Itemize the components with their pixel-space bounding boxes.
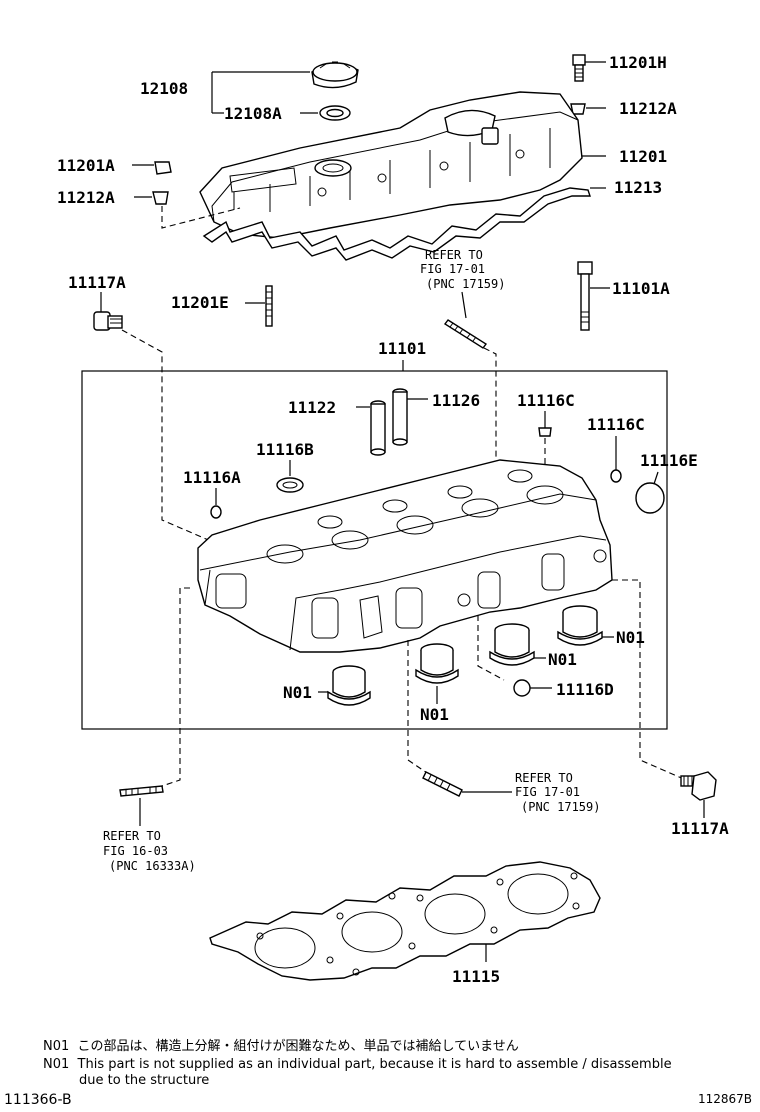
stud-ref-mid [422, 771, 463, 797]
seal-11212A-left [152, 191, 169, 205]
plug-11116C-b [610, 469, 622, 483]
bolt-11101A [577, 261, 593, 331]
label-11116D: 11116D [556, 680, 614, 699]
label-N01-b: N01 [420, 705, 449, 724]
ref-top-line3: (PNC 17159) [426, 277, 505, 291]
note-jp: N01 この部品は、構造上分解・組付けが困難なため、単品では補給していません [43, 1035, 519, 1054]
valve-guide-11122 [370, 400, 386, 456]
ref-top-line2: FIG 17-01 [420, 262, 485, 276]
label-11126: 11126 [432, 391, 480, 410]
note-en-cont: due to the structure [79, 1073, 209, 1088]
label-11213: 11213 [614, 178, 662, 197]
bolt-11201H [572, 54, 586, 82]
ref-left-line2: FIG 16-03 [103, 844, 168, 858]
head-gasket [209, 861, 601, 981]
label-11116C-a: 11116C [517, 391, 575, 410]
note-en: N01 This part is not supplied as an indi… [43, 1057, 672, 1072]
note-en-code: N01 [43, 1057, 70, 1072]
label-11116B: 11116B [256, 440, 314, 459]
part-N01-b [415, 643, 459, 684]
nut-11201A [154, 161, 172, 175]
label-11116C-b: 11116C [587, 415, 645, 434]
label-11101: 11101 [378, 339, 426, 358]
label-11116A: 11116A [183, 468, 241, 487]
label-11201A: 11201A [57, 156, 115, 175]
label-11117A-top: 11117A [68, 273, 126, 292]
stud-11201E [265, 285, 273, 327]
label-11122: 11122 [288, 398, 336, 417]
note-jp-text: この部品は、構造上分解・組付けが困難なため、単品では補給していません [77, 1039, 519, 1054]
plug-11116C-a [538, 427, 552, 437]
footer-right-code: 112867B [698, 1092, 753, 1106]
plug-11116E [635, 482, 665, 514]
label-11201: 11201 [619, 147, 667, 166]
cylinder-head [197, 459, 613, 653]
ref-mid-line1: REFER TO [515, 771, 573, 785]
ref-top-line1: REFER TO [425, 248, 483, 262]
seal-11116B [276, 477, 304, 493]
footer-left-code: 111366-B [4, 1092, 72, 1108]
cap-gasket [319, 105, 351, 121]
stud-ref-left [119, 785, 164, 797]
oil-filler-cap [311, 61, 359, 89]
label-11201H: 11201H [609, 53, 667, 72]
label-11116E: 11116E [640, 451, 698, 470]
plug-11117A-top [93, 311, 123, 331]
cylinder-head-frame [81, 370, 668, 730]
label-N01-d: N01 [616, 628, 645, 647]
label-N01-a: N01 [283, 683, 312, 702]
valve-guide-11126 [392, 388, 408, 446]
label-11201E: 11201E [171, 293, 229, 312]
part-N01-d [557, 605, 603, 646]
part-N01-a [327, 665, 371, 706]
label-11115: 11115 [452, 967, 500, 986]
cylinder-head-cover [199, 91, 583, 239]
head-cover-gasket [202, 187, 591, 261]
ref-left-line1: REFER TO [103, 829, 161, 843]
ref-mid-line2: FIG 17-01 [515, 785, 580, 799]
plug-11116D [513, 679, 531, 697]
stud-ref-top [443, 319, 488, 349]
note-jp-code: N01 [43, 1039, 70, 1054]
ref-left-line3: (PNC 16333A) [109, 859, 196, 873]
label-11212A-left: 11212A [57, 188, 115, 207]
plug-11117A-bottom [680, 771, 717, 801]
note-en-text: This part is not supplied as an individu… [77, 1057, 672, 1072]
ref-mid-line3: (PNC 17159) [521, 800, 600, 814]
label-12108: 12108 [140, 79, 188, 98]
label-11117A-bottom: 11117A [671, 819, 729, 838]
part-N01-c [489, 623, 535, 666]
label-11101A: 11101A [612, 279, 670, 298]
label-N01-c: N01 [548, 650, 577, 669]
label-12108A: 12108A [224, 104, 282, 123]
label-11212A-top: 11212A [619, 99, 677, 118]
note-en-text2: due to the structure [79, 1073, 210, 1088]
plug-11116A [210, 505, 222, 519]
